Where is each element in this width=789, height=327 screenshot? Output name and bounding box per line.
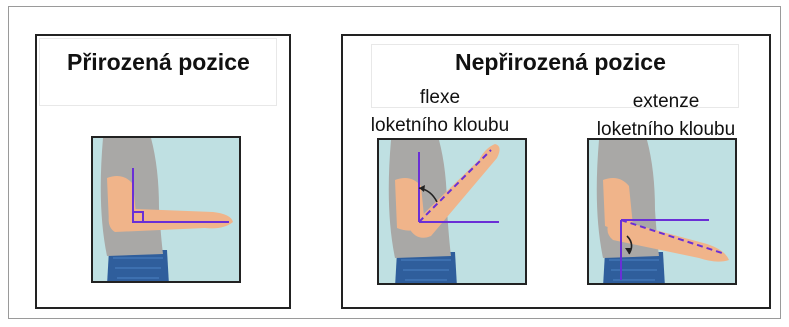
extension-label-line1: extenze (569, 88, 763, 116)
extension-arm-illustration (587, 138, 737, 285)
unnatural-position-panel: Nepřirozená pozice flexe loketního kloub… (341, 34, 771, 309)
natural-title: Přirozená pozice (67, 49, 250, 76)
flexion-label-line2: loketního kloubu (343, 112, 537, 140)
extension-label: extenze loketního kloubu (569, 88, 763, 144)
flexion-label: flexe loketního kloubu (343, 84, 537, 140)
figure-frame: Přirozená pozice Nepřirozená pozice (8, 6, 781, 319)
natural-arm-illustration (91, 136, 241, 283)
unnatural-title: Nepřirozená pozice (455, 49, 666, 76)
flexion-arm-illustration (377, 138, 527, 285)
natural-position-panel: Přirozená pozice (35, 34, 291, 309)
flexion-label-line1: flexe (343, 84, 537, 112)
